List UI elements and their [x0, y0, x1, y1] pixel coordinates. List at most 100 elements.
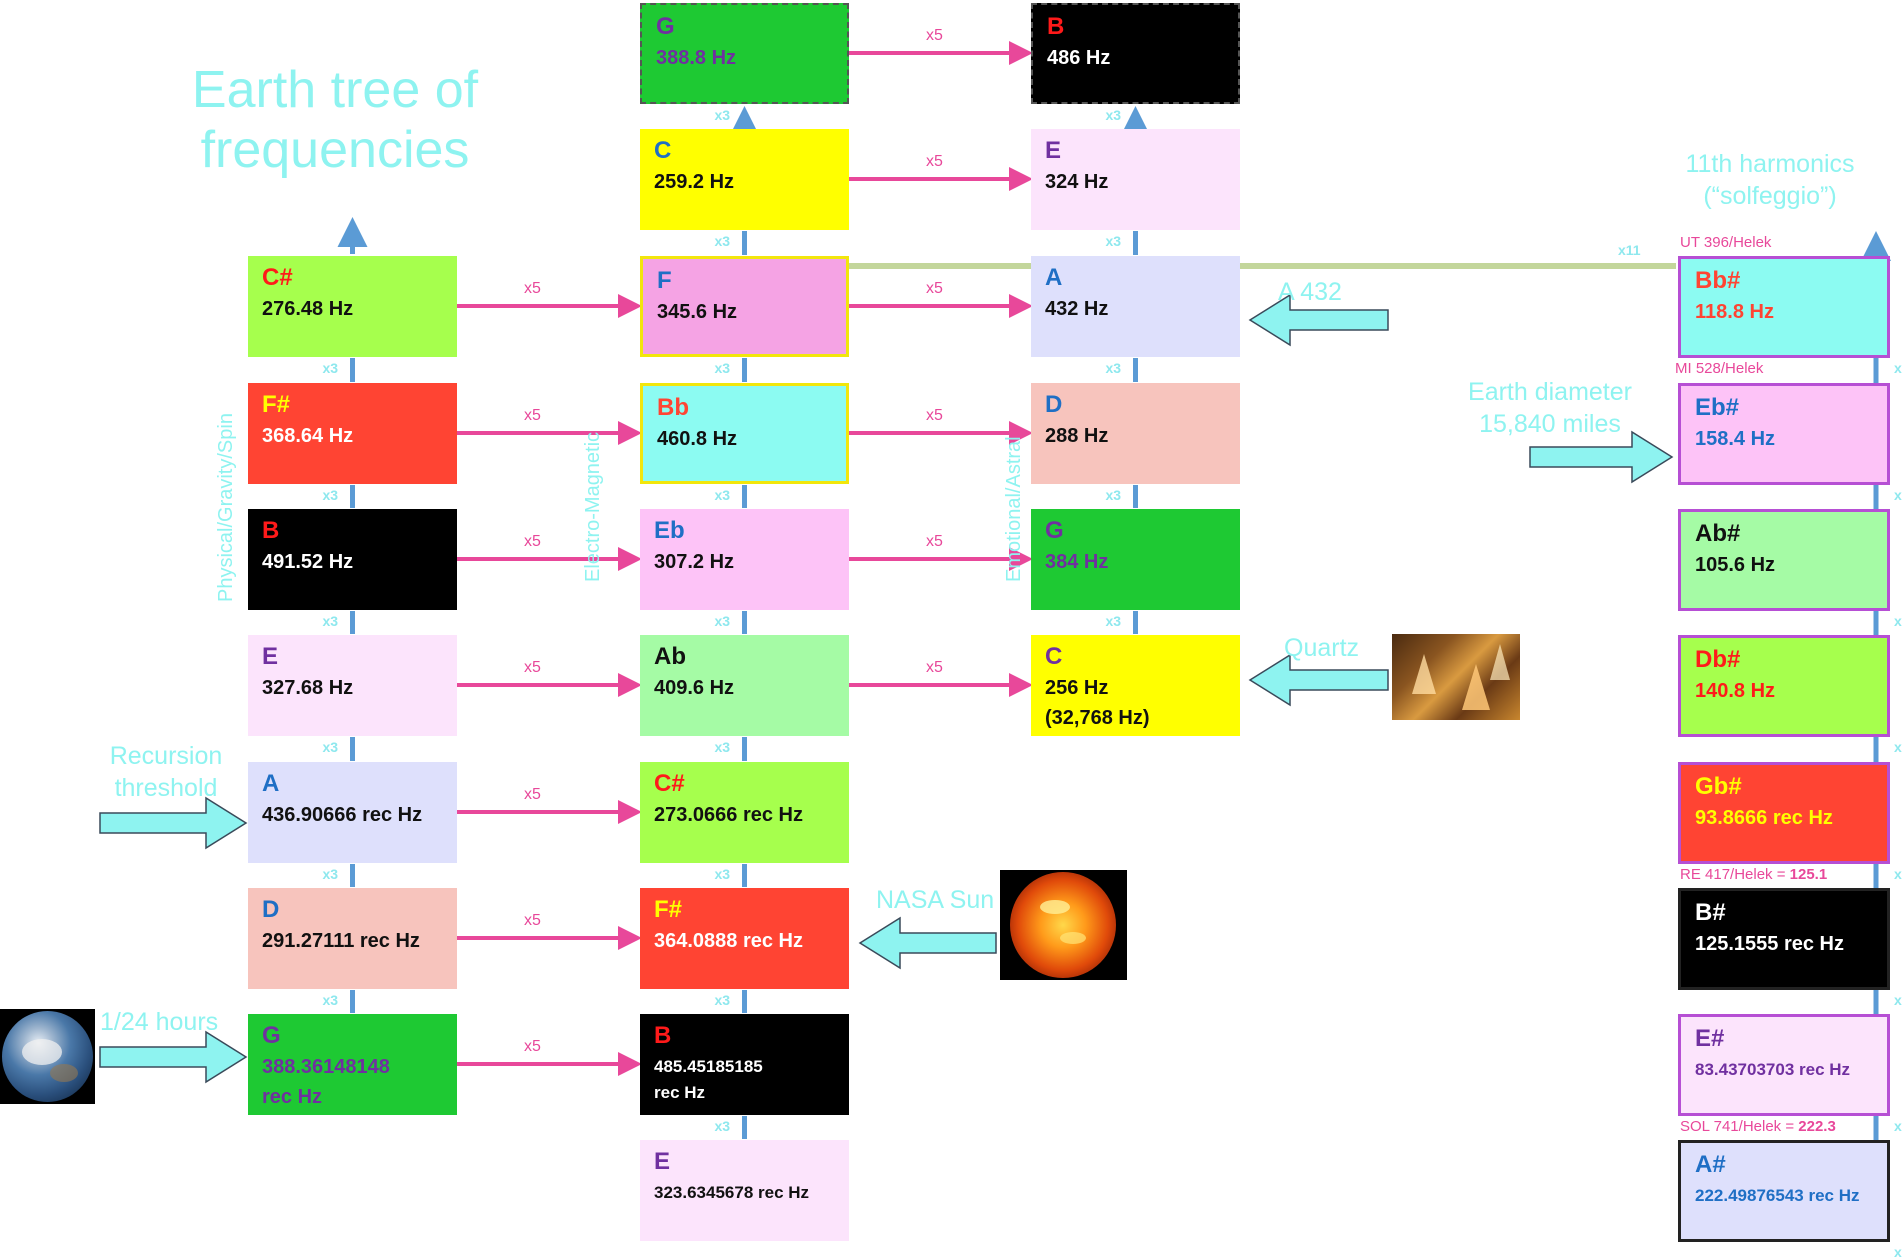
quartz-photo	[1392, 634, 1520, 720]
note-frequency: 140.8 Hz	[1695, 676, 1775, 706]
harmonics-line-1: 11th harmonics	[1640, 148, 1900, 180]
note-frequency: 460.8 Hz	[657, 424, 737, 454]
box-emotional-c: C256 Hz (32,768 Hz)	[1031, 635, 1240, 736]
note-name: Db#	[1695, 646, 1740, 674]
sun-block-arrow	[860, 918, 996, 968]
harmonics-line-2: (“solfeggio”)	[1640, 180, 1900, 212]
earth-photo	[0, 1009, 95, 1104]
note-frequency: 83.43703703 rec Hz	[1695, 1057, 1850, 1083]
sol-label: SOL 741/Helek = 222.3	[1680, 1118, 1836, 1135]
x3-label: x3	[715, 487, 731, 503]
x5-label: x5	[524, 659, 541, 677]
x3-label: x3	[715, 1118, 731, 1134]
sol-label-value: 222.3	[1798, 1118, 1836, 1135]
x3-label: x3	[1894, 613, 1902, 629]
x3-label: x3	[1894, 487, 1902, 503]
box-electro-csharp: C#273.0666 rec Hz	[640, 762, 849, 863]
note-name: Gb#	[1695, 773, 1742, 801]
x3-label: x3	[1894, 360, 1902, 376]
x3-label: x3	[1106, 613, 1122, 629]
x3-label: x3	[715, 233, 731, 249]
note-name: E#	[1695, 1025, 1724, 1053]
diagram-title: Earth tree of frequencies	[165, 60, 505, 180]
x3-label: x3	[323, 487, 339, 503]
box-solfeggio-dbsharp: Db#140.8 Hz	[1678, 635, 1890, 737]
re-label: RE 417/Helek = 125.1	[1680, 866, 1827, 883]
box-solfeggio-absharp: Ab#105.6 Hz	[1678, 509, 1890, 611]
box-emotional-a: A432 Hz	[1031, 256, 1240, 357]
x3-label: x3	[715, 866, 731, 882]
note-frequency: 307.2 Hz	[654, 547, 734, 577]
x3-label: x3	[1106, 107, 1122, 123]
hours-label: 1/24 hours	[100, 1006, 218, 1038]
note-name: C	[654, 137, 671, 165]
x5-label: x5	[524, 407, 541, 425]
note-name: A	[1045, 264, 1062, 292]
note-frequency: 485.45185185 rec Hz	[654, 1054, 763, 1106]
note-frequency: 327.68 Hz	[262, 673, 353, 703]
note-frequency: 93.8666 rec Hz	[1695, 803, 1833, 833]
x5-label: x5	[524, 533, 541, 551]
note-name: Bb	[657, 394, 689, 422]
emotional-column-label: Emotional/Astral	[1003, 436, 1026, 582]
note-frequency: 345.6 Hz	[657, 297, 737, 327]
note-name: E	[262, 643, 278, 671]
quartz-label: Quartz	[1284, 632, 1359, 664]
x3-label: x3	[1106, 487, 1122, 503]
note-frequency: 388.36148148 rec Hz	[262, 1052, 390, 1112]
note-frequency: 259.2 Hz	[654, 167, 734, 197]
note-frequency: 364.0888 rec Hz	[654, 926, 803, 956]
recursion-line-2: threshold	[96, 772, 236, 804]
note-name: G	[656, 13, 675, 41]
note-name: B	[262, 517, 279, 545]
note-name: F#	[262, 391, 290, 419]
note-name: D	[262, 896, 279, 924]
note-frequency: 388.8 Hz	[656, 43, 736, 73]
x3-label: x3	[1894, 1244, 1902, 1260]
note-name: E	[1045, 137, 1061, 165]
note-name: Eb	[654, 517, 685, 545]
x5-label: x5	[926, 280, 943, 298]
note-frequency: 323.6345678 rec Hz	[654, 1180, 809, 1206]
box-solfeggio-gbsharp: Gb#93.8666 rec Hz	[1678, 762, 1890, 864]
recursion-threshold-label: Recursion threshold	[96, 740, 236, 804]
note-name: B	[1047, 13, 1064, 41]
box-solfeggio-esharp: E# 83.43703703 rec Hz	[1678, 1014, 1890, 1116]
earth-diameter-line-2: 15,840 miles	[1450, 408, 1650, 440]
title-line-2: frequencies	[165, 120, 505, 180]
note-frequency: 222.49876543 rec Hz	[1695, 1183, 1859, 1209]
earth-diameter-label: Earth diameter 15,840 miles	[1450, 376, 1650, 440]
x3-label: x3	[715, 107, 731, 123]
note-frequency: 273.0666 rec Hz	[654, 800, 803, 830]
x3-label: x3	[323, 613, 339, 629]
note-name: A	[262, 770, 279, 798]
x5-label: x5	[524, 280, 541, 298]
note-frequency: 491.52 Hz	[262, 547, 353, 577]
note-frequency: 486 Hz	[1047, 43, 1110, 73]
x3-label: x3	[715, 613, 731, 629]
sol-label-prefix: SOL 741/Helek =	[1680, 1118, 1798, 1135]
x3-label: x3	[715, 992, 731, 1008]
x11-label: x11	[1618, 242, 1641, 258]
x3-label: x3	[323, 739, 339, 755]
x5-label: x5	[524, 912, 541, 930]
box-solfeggio-asharp: A#222.49876543 rec Hz	[1678, 1140, 1890, 1242]
box-solfeggio-ebsharp: Eb#158.4 Hz	[1678, 383, 1890, 485]
note-frequency: 384 Hz	[1045, 547, 1108, 577]
x5-label: x5	[524, 786, 541, 804]
ut-label: UT 396/Helek	[1680, 234, 1771, 251]
recursion-line-1: Recursion	[96, 740, 236, 772]
note-name: C#	[262, 264, 293, 292]
note-name: B	[654, 1022, 671, 1050]
box-emotional-e: E324 Hz	[1031, 129, 1240, 230]
hours-block-arrow	[100, 1032, 246, 1082]
note-name: E	[654, 1148, 670, 1176]
note-name: Ab	[654, 643, 686, 671]
x5-label: x5	[926, 27, 943, 45]
re-label-prefix: RE 417/Helek =	[1680, 866, 1790, 883]
